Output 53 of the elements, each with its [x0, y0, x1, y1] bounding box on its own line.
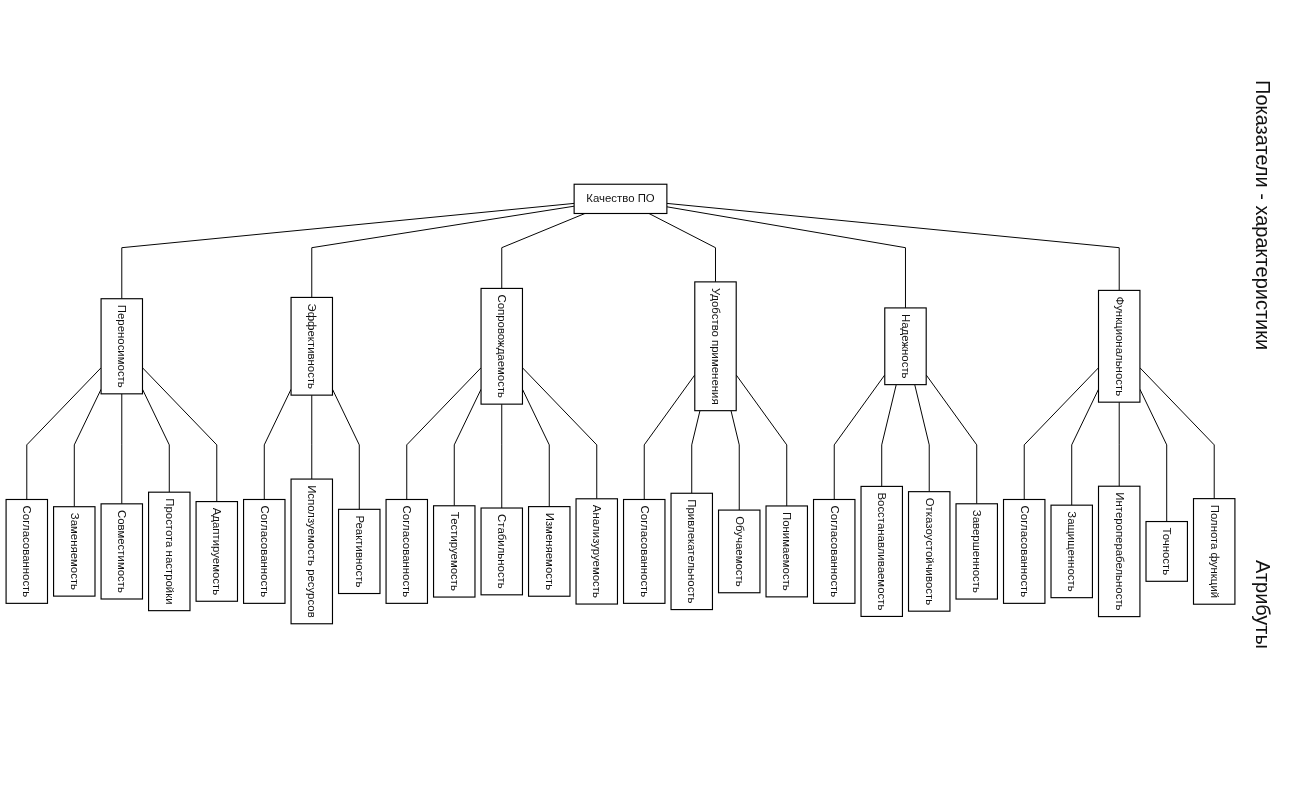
- connector: [311, 205, 575, 298]
- node-box: Анализуруемость: [575, 498, 619, 605]
- node-box: Завершенность: [955, 503, 998, 600]
- node-box: Привлекательность: [670, 492, 714, 611]
- node-box: Эффективность: [290, 296, 334, 396]
- node-box: Согласованность: [243, 498, 286, 604]
- node-box: Согласованность: [622, 498, 666, 604]
- connector: [1023, 367, 1099, 500]
- node-box: Обучаемость: [717, 509, 761, 594]
- node-box: Заменяемость: [53, 506, 96, 597]
- connector: [311, 394, 313, 480]
- node-box: Совместимость: [100, 503, 144, 600]
- node-box: Стабильность: [480, 507, 524, 596]
- node-box: Удобство применения: [694, 281, 737, 412]
- node-box: Сопровождаемость: [480, 287, 524, 405]
- connector: [121, 393, 123, 505]
- node-box: Адаптируемость: [195, 501, 239, 602]
- node-box: Качество ПО: [573, 183, 668, 215]
- node-box: Понимаемость: [765, 505, 809, 598]
- connector: [648, 213, 716, 283]
- node-box: Интероперабельность: [1097, 485, 1141, 618]
- node-box: Функциональность: [1097, 289, 1141, 403]
- node-box: Согласованность: [1002, 498, 1046, 604]
- node-box: Реактивность: [338, 508, 381, 595]
- node-box: Отказоустойчивость: [907, 491, 951, 612]
- connector: [406, 367, 482, 500]
- connector: [142, 367, 218, 503]
- node-box: Согласованность: [385, 498, 429, 604]
- node-box: Надежность: [884, 307, 927, 386]
- connector: [881, 384, 897, 487]
- connector: [501, 403, 503, 509]
- node-box: Переносимость: [100, 298, 144, 395]
- connector: [1118, 401, 1120, 487]
- connector: [26, 367, 102, 500]
- connector: [691, 410, 701, 494]
- node-box: Тестируемость: [433, 505, 476, 598]
- node-box: Согласованность: [812, 498, 856, 604]
- node-box: Простота настройки: [148, 491, 191, 612]
- node-box: Изменяемость: [527, 506, 571, 597]
- axis-label: Атрибуты: [1251, 560, 1274, 649]
- connector: [1139, 367, 1215, 500]
- connector: [666, 202, 1120, 291]
- axis-label: Показатели - характеристики: [1251, 80, 1274, 351]
- node-box: Согласованность: [5, 498, 49, 604]
- connector: [730, 410, 740, 511]
- node-box: Полнота функций: [1192, 498, 1236, 605]
- node-box: Точность: [1145, 520, 1188, 582]
- connector: [666, 206, 906, 309]
- connector: [914, 384, 930, 493]
- node-box: Защищенность: [1050, 504, 1093, 599]
- node-box: Восстанавливаемость: [860, 485, 903, 617]
- node-box: Исползуемость ресурсов: [290, 478, 334, 625]
- connector: [121, 202, 575, 300]
